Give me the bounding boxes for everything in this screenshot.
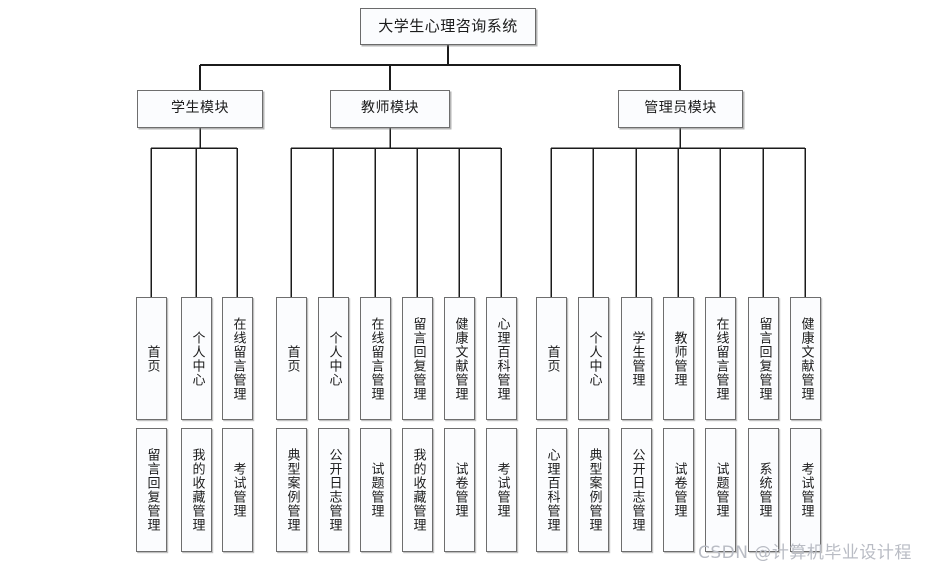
leaf-node[interactable]: 我的收藏管理 — [181, 428, 212, 552]
leaf-node[interactable]: 试卷管理 — [444, 428, 475, 552]
leaf-node[interactable]: 考试管理 — [222, 428, 253, 552]
leaf-node[interactable]: 个人中心 — [318, 297, 349, 420]
watermark-text: CSDN @计算机毕业设计程 — [698, 543, 912, 563]
module-label: 教师模块 — [361, 100, 419, 117]
leaf-label: 留言回复管理 — [410, 316, 426, 401]
leaf-label: 试题管理 — [713, 462, 729, 518]
leaf-node[interactable]: 试题管理 — [705, 428, 736, 552]
leaf-node[interactable]: 公开日志管理 — [318, 428, 349, 552]
leaf-label: 试卷管理 — [452, 462, 468, 518]
leaf-label: 考试管理 — [494, 462, 510, 518]
module-label: 管理员模块 — [644, 100, 717, 117]
leaf-label: 我的收藏管理 — [189, 448, 205, 532]
leaf-label: 教师管理 — [671, 330, 687, 387]
leaf-label: 健康文献管理 — [798, 316, 814, 401]
leaf-node[interactable]: 在线留言管理 — [705, 297, 736, 420]
leaf-label: 公开日志管理 — [629, 448, 645, 532]
leaf-label: 考试管理 — [798, 462, 814, 518]
leaf-node[interactable]: 留言回复管理 — [136, 428, 167, 552]
leaf-node[interactable]: 典型案例管理 — [578, 428, 609, 552]
leaf-label: 典型案例管理 — [586, 448, 602, 532]
leaf-node[interactable]: 首页 — [276, 297, 307, 420]
module-node-student[interactable]: 学生模块 — [137, 90, 263, 128]
leaf-node[interactable]: 首页 — [136, 297, 167, 420]
leaf-label: 试题管理 — [368, 462, 384, 518]
leaf-node[interactable]: 留言回复管理 — [402, 297, 433, 420]
root-node-label: 大学生心理咨询系统 — [378, 17, 518, 36]
leaf-label: 心理百科管理 — [494, 316, 510, 401]
leaf-label: 个人中心 — [189, 330, 205, 387]
leaf-label: 健康文献管理 — [452, 316, 468, 401]
leaf-label: 学生管理 — [629, 330, 645, 387]
leaf-label: 在线留言管理 — [368, 316, 384, 401]
leaf-node[interactable]: 个人中心 — [578, 297, 609, 420]
leaf-label: 考试管理 — [230, 462, 246, 518]
leaf-node[interactable]: 教师管理 — [663, 297, 694, 420]
leaf-label: 留言回复管理 — [144, 448, 160, 532]
leaf-node[interactable]: 我的收藏管理 — [402, 428, 433, 552]
module-label: 学生模块 — [171, 100, 229, 117]
leaf-label: 首页 — [544, 344, 560, 373]
leaf-node[interactable]: 公开日志管理 — [621, 428, 652, 552]
module-node-admin[interactable]: 管理员模块 — [618, 90, 743, 128]
leaf-node[interactable]: 留言回复管理 — [748, 297, 779, 420]
leaf-node[interactable]: 健康文献管理 — [790, 297, 821, 420]
leaf-node[interactable]: 考试管理 — [486, 428, 517, 552]
leaf-label: 个人中心 — [326, 330, 342, 387]
leaf-label: 个人中心 — [586, 330, 602, 387]
leaf-node[interactable]: 试题管理 — [360, 428, 391, 552]
leaf-label: 在线留言管理 — [713, 316, 729, 401]
leaf-label: 在线留言管理 — [230, 316, 246, 401]
leaf-label: 系统管理 — [756, 462, 772, 518]
leaf-node[interactable]: 在线留言管理 — [360, 297, 391, 420]
leaf-node[interactable]: 健康文献管理 — [444, 297, 475, 420]
leaf-node[interactable]: 考试管理 — [790, 428, 821, 552]
leaf-node[interactable]: 系统管理 — [748, 428, 779, 552]
leaf-node[interactable]: 试卷管理 — [663, 428, 694, 552]
root-node[interactable]: 大学生心理咨询系统 — [360, 8, 536, 45]
leaf-label: 试卷管理 — [671, 462, 687, 518]
leaf-label: 典型案例管理 — [284, 448, 300, 532]
leaf-label: 留言回复管理 — [756, 316, 772, 401]
leaf-node[interactable]: 个人中心 — [181, 297, 212, 420]
leaf-node[interactable]: 在线留言管理 — [222, 297, 253, 420]
leaf-label: 公开日志管理 — [326, 448, 342, 532]
leaf-label: 我的收藏管理 — [410, 448, 426, 532]
leaf-label: 心理百科管理 — [544, 448, 560, 532]
module-node-teacher[interactable]: 教师模块 — [330, 90, 450, 128]
leaf-node[interactable]: 典型案例管理 — [276, 428, 307, 552]
leaf-node[interactable]: 首页 — [536, 297, 567, 420]
leaf-label: 首页 — [284, 344, 300, 373]
leaf-node[interactable]: 心理百科管理 — [536, 428, 567, 552]
leaf-node[interactable]: 学生管理 — [621, 297, 652, 420]
leaf-node[interactable]: 心理百科管理 — [486, 297, 517, 420]
leaf-label: 首页 — [144, 344, 160, 373]
